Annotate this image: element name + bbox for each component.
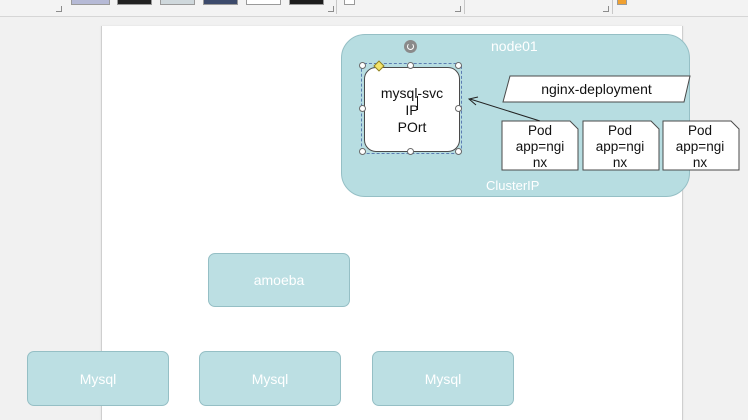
pod-kind: Pod <box>607 123 633 138</box>
dialog-launcher-icon[interactable] <box>56 6 62 12</box>
resize-handle-n[interactable] <box>407 62 414 69</box>
resize-handle-ne[interactable] <box>455 62 462 69</box>
rotate-handle-icon[interactable] <box>404 40 417 53</box>
shape-fill-button[interactable] <box>344 0 355 5</box>
pod-selector: app=ngi <box>515 139 565 154</box>
pod-selector-cont: nx <box>692 155 708 170</box>
style-swatch-4[interactable] <box>203 0 238 5</box>
dialog-launcher-icon[interactable] <box>455 6 461 12</box>
amoeba-shape[interactable]: amoeba <box>208 253 350 307</box>
pod-selector-cont: nx <box>612 155 628 170</box>
pod-selector-cont: nx <box>532 155 548 170</box>
text-cursor <box>417 96 418 110</box>
deployment-label: nginx-deployment <box>541 81 652 97</box>
pod-selector: app=ngi <box>675 139 725 154</box>
pod-kind: Pod <box>687 123 713 138</box>
toolbar <box>0 0 748 17</box>
resize-handle-se[interactable] <box>455 148 462 155</box>
resize-handle-sw[interactable] <box>359 148 366 155</box>
resize-handle-e[interactable] <box>455 105 462 112</box>
pod-kind: Pod <box>527 123 553 138</box>
toolbar-divider <box>612 0 613 14</box>
resize-handle-s[interactable] <box>407 148 414 155</box>
mysql-label: Mysql <box>251 370 289 387</box>
resize-handle-nw[interactable] <box>359 62 366 69</box>
dialog-launcher-icon[interactable] <box>603 6 609 12</box>
resize-handle-w[interactable] <box>359 105 366 112</box>
svc-name: mysql-svc <box>380 85 444 101</box>
pod-label: Pod app=ngi nx <box>661 123 739 171</box>
edit-button[interactable] <box>617 0 627 5</box>
mysql-shape[interactable]: Mysql <box>27 351 169 406</box>
pod-label: Pod app=ngi nx <box>581 123 659 171</box>
style-swatch-3[interactable] <box>160 0 195 5</box>
style-swatch-6[interactable] <box>289 0 324 5</box>
pod-selector: app=ngi <box>595 139 645 154</box>
node-title: node01 <box>491 38 538 54</box>
toolbar-divider <box>336 0 337 14</box>
style-swatch-1[interactable] <box>71 0 110 5</box>
cluster-ip-label: ClusterIP <box>486 178 540 193</box>
mysql-label: Mysql <box>79 370 117 387</box>
dialog-launcher-icon[interactable] <box>328 6 334 12</box>
style-swatch-5[interactable] <box>246 0 281 5</box>
svc-ip: IP <box>405 102 419 118</box>
mysql-svc-shape[interactable]: mysql-svc IP POrt <box>364 67 460 152</box>
svc-port: POrt <box>397 119 427 135</box>
amoeba-label: amoeba <box>253 272 305 288</box>
toolbar-divider <box>464 0 465 14</box>
mysql-shape[interactable]: Mysql <box>372 351 514 406</box>
pod-label: Pod app=ngi nx <box>501 123 579 171</box>
mysql-label: Mysql <box>424 370 462 387</box>
mysql-shape[interactable]: Mysql <box>199 351 341 406</box>
style-swatch-2[interactable] <box>117 0 152 5</box>
